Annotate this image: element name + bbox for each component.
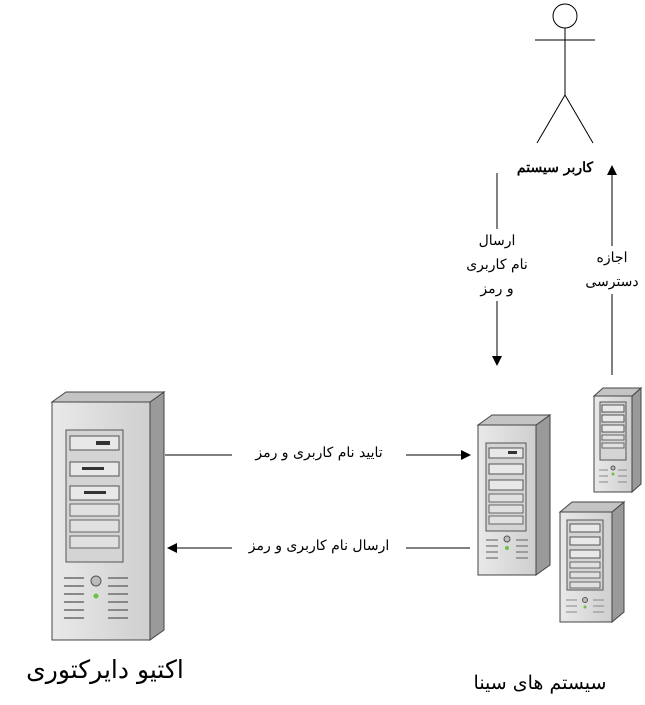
sina-medium-server-icon [558,500,626,624]
access-granted-line-2: دسترسی [585,274,639,290]
send-credentials-line-1: ارسال [478,233,516,249]
sina-systems-label: سیستم های سینا [473,672,607,694]
access-granted-label: اجازه دسترسی [572,246,645,294]
sina-small-server-icon [592,386,643,494]
user-stick-figure-icon [535,3,595,144]
send-credentials-line-3: و رمز [480,281,514,297]
send-credentials-to-sina-label: ارسال نام کاربری و رمز [232,538,406,554]
verify-credentials-label: تایید نام کاربری و رمز [232,445,406,461]
send-credentials-label: ارسال نام کاربری و رمز [452,229,542,301]
access-granted-line-1: اجازه [596,250,628,266]
active-directory-label: اکتیو دایرکتوری [26,655,184,684]
actor-label: کاربر سیستم [516,160,594,176]
sina-main-server-icon [476,414,552,576]
send-credentials-line-2: نام کاربری [466,257,528,273]
active-directory-server-icon [50,391,166,641]
